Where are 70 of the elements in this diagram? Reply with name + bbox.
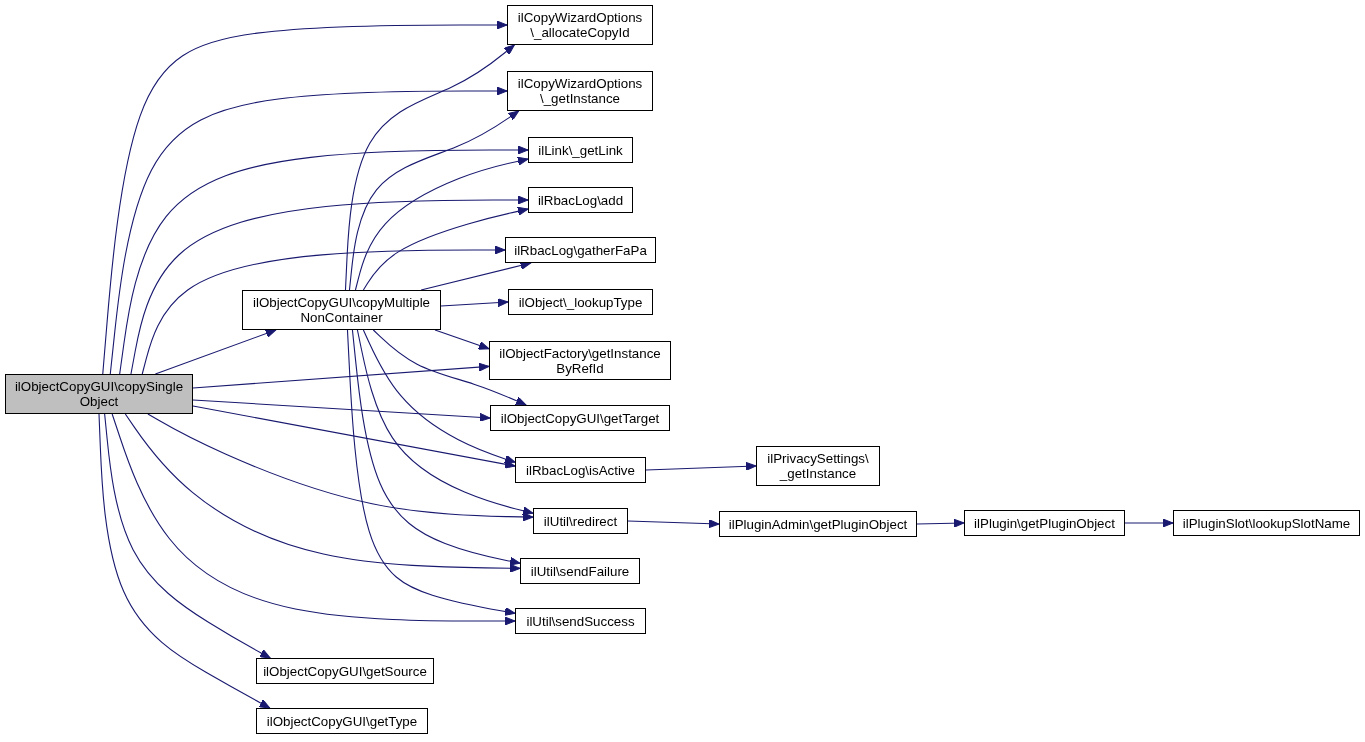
call-arrow [420, 261, 532, 291]
function-name: ilPluginAdmin\getPluginObject [728, 516, 908, 532]
function-box [533, 508, 628, 534]
call-arrow [372, 329, 527, 406]
function-box [507, 71, 653, 111]
call-arrow [104, 413, 271, 659]
call-arrow [119, 145, 529, 375]
call-arrow [102, 20, 508, 375]
call-arrow [1124, 518, 1174, 528]
function-box [528, 187, 633, 213]
function-name: ilObjectCopyGUI\getSource [263, 663, 427, 679]
call-arrow [141, 245, 506, 375]
call-arrow [356, 329, 534, 516]
function-name: ilUtil\redirect [543, 513, 618, 529]
function-box [528, 137, 633, 163]
call-arrow [124, 413, 521, 573]
call-arrow [154, 329, 277, 375]
function-name: ilUtil\sendFailure [530, 563, 630, 579]
call-arrow [645, 461, 757, 471]
function-name: ilRbacLog\gatherFaPa [514, 242, 647, 258]
call-arrow [111, 413, 516, 626]
function-box [1173, 510, 1360, 536]
call-arrow [147, 413, 534, 522]
call-arrow [440, 298, 509, 308]
function-box [489, 341, 671, 380]
function-name: ilPluginSlot\lookupSlotName [1182, 515, 1351, 531]
function-name: ilUtil\sendSuccess [526, 613, 635, 629]
function-name: ilPlugin\getPluginObject [974, 515, 1115, 531]
function-box [505, 237, 656, 263]
call-arrow [434, 329, 490, 350]
call-arrow [109, 86, 508, 375]
function-box [490, 405, 670, 431]
function-box [964, 510, 1125, 536]
call-arrow [98, 413, 271, 709]
call-arrow [351, 329, 521, 566]
function-name: ilObject\_lookupType [518, 294, 643, 310]
function-name: ilRbacLog\add [537, 192, 624, 208]
call-arrow [362, 329, 516, 464]
call-arrow [627, 519, 720, 529]
function-box [719, 511, 917, 537]
function-name: ilLink\_getLink [538, 142, 623, 158]
call-arrow [130, 195, 529, 375]
call-arrow [354, 156, 529, 291]
call-arrow [348, 110, 520, 291]
function-name: ilRbacLog\isActive [526, 462, 635, 478]
function-box [256, 658, 434, 684]
function-name: ilCopyWizardOptions \_getInstance [516, 76, 644, 106]
function-name: ilObjectCopyGUI\getTarget [500, 410, 660, 426]
call-arrow [344, 44, 515, 291]
call-arrow [362, 206, 529, 291]
function-box [256, 708, 428, 734]
function-box [515, 457, 646, 483]
function-box [5, 374, 193, 414]
call-arrow [192, 399, 491, 422]
call-arrow [916, 518, 965, 528]
function-name: ilPrivacySettings\ _getInstance [766, 451, 870, 481]
function-box [520, 558, 640, 584]
function-name: ilObjectCopyGUI\copyMultiple NonContainer [251, 295, 431, 325]
function-box [756, 446, 880, 486]
function-box [507, 5, 653, 45]
function-name: ilCopyWizardOptions \_allocateCopyId [516, 10, 644, 40]
function-box [508, 289, 653, 315]
call-arrow [192, 362, 490, 389]
function-box [242, 290, 441, 330]
call-arrow [346, 329, 516, 616]
function-name: ilObjectCopyGUI\copySingle Object [13, 379, 185, 409]
function-name: ilObjectFactory\getInstance ByRefId [498, 345, 662, 376]
function-name: ilObjectCopyGUI\getType [266, 713, 418, 729]
function-box [515, 608, 646, 634]
call-arrow [192, 405, 516, 469]
